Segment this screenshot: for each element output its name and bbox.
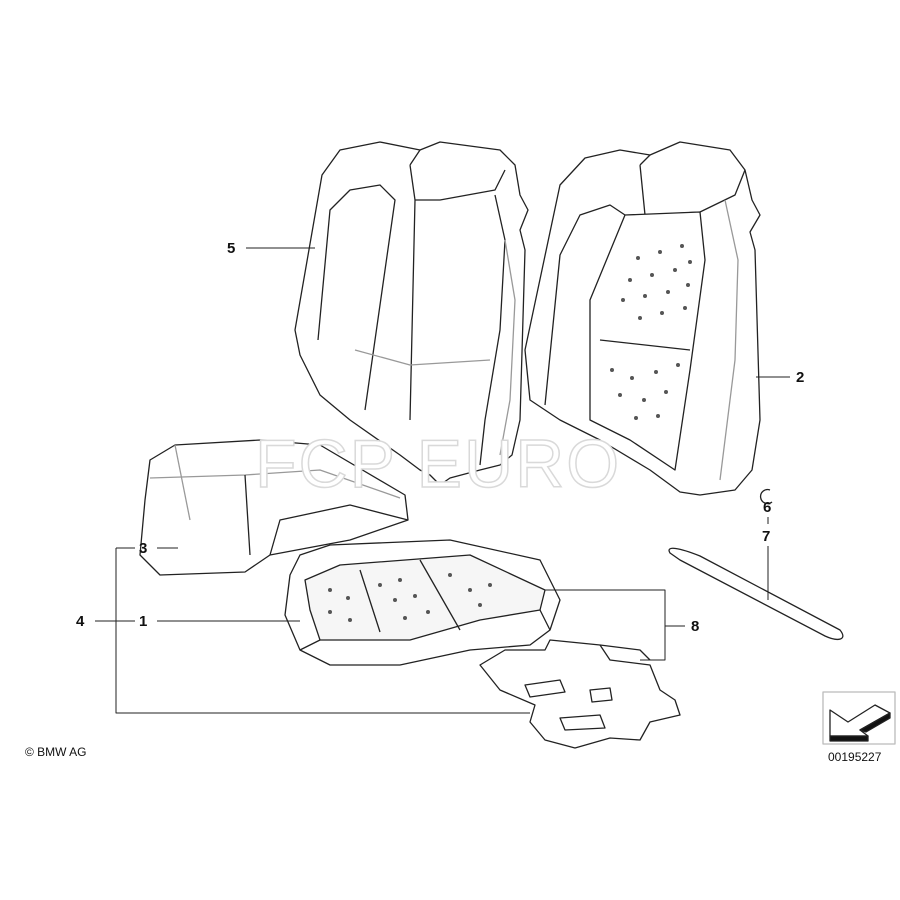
backrest-foam-part-2[interactable] (524, 141, 761, 496)
diagram-number: 00195227 (828, 750, 882, 764)
leader-lines (95, 247, 790, 714)
callout-7[interactable]: 7 (762, 528, 771, 545)
wire-part-7[interactable] (668, 547, 844, 641)
callout-6[interactable]: 6 (763, 499, 772, 516)
seat-foam-part-1[interactable] (284, 539, 561, 666)
callout-8[interactable]: 8 (691, 618, 700, 635)
callout-1[interactable]: 1 (139, 613, 148, 630)
backrest-cover-part-5[interactable] (294, 141, 529, 486)
callout-5[interactable]: 5 (227, 240, 236, 257)
copyright: © BMW AG (25, 745, 87, 759)
seat-heating-mat-part-8[interactable] (479, 639, 681, 749)
seat-perforation-dots (328, 573, 492, 622)
callout-3[interactable]: 3 (139, 540, 148, 557)
callout-2[interactable]: 2 (796, 369, 805, 386)
watermark: FCP EURO (254, 425, 622, 503)
callout-4[interactable]: 4 (76, 613, 85, 630)
clip-part-6[interactable] (759, 488, 773, 505)
seat-cover-part-3[interactable] (139, 439, 409, 576)
direction-arrow-icon (822, 691, 896, 745)
perforation-dots (610, 244, 692, 420)
